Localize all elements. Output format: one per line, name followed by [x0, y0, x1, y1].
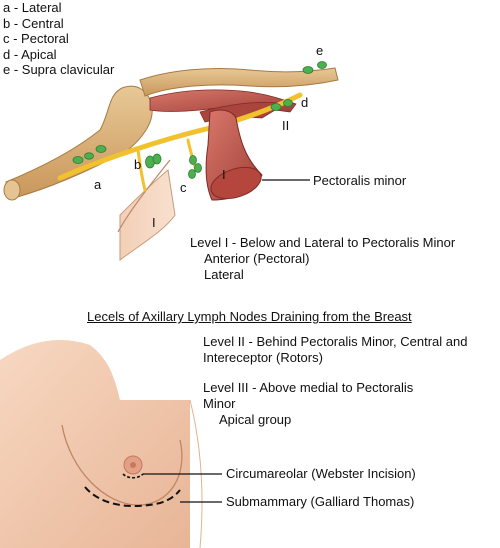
level-iii-line3: Apical group — [219, 412, 292, 427]
chest-wall-outline — [117, 159, 171, 233]
axilla-skin — [119, 169, 176, 261]
legend-item-apical: d - Apical — [3, 46, 57, 62]
torso-right-edge — [189, 399, 203, 548]
legend-item-pectoral: c - Pectoral — [3, 31, 69, 46]
level-mark-ii: II — [282, 118, 290, 133]
lymph-nodes-lateral — [72, 145, 107, 164]
submammary-incision — [84, 486, 181, 508]
label-b: b — [134, 157, 142, 172]
legend-item-supra-clavicular: e - Supra clavicular — [3, 62, 115, 77]
lymph-nodes-pectoral — [188, 155, 202, 179]
figure-caption: Lecels of Axillary Lymph Nodes Draining … — [87, 309, 412, 324]
legend-item-central: b - Central — [3, 15, 64, 31]
lymph-nodes-supraclavicular — [302, 61, 327, 74]
nerve-branch-1 — [136, 148, 147, 192]
level-mark-i-muscle: I — [222, 167, 226, 182]
level-mark-i-left: I — [152, 215, 156, 230]
legend: a - Lateral b - Central c - Pectoral d -… — [3, 0, 114, 78]
pectoralis-minor-label: Pectoralis minor — [313, 173, 407, 188]
level-ii-line1: Level II - Behind Pectoralis Minor, Cent… — [203, 334, 468, 349]
level-iii-line2: Minor — [203, 396, 236, 411]
torso-skin — [0, 340, 190, 548]
clavicle-bone — [139, 67, 339, 97]
label-c: c — [180, 180, 187, 195]
submammary-label: Submammary (Galliard Thomas) — [226, 494, 415, 509]
circumareolar-label: Circumareolar (Webster Incision) — [226, 466, 416, 481]
legend-item-lateral: a - Lateral — [3, 0, 62, 15]
nipple — [130, 462, 136, 468]
level-i-title: Level I - Below and Lateral to Pectorali… — [190, 235, 456, 250]
lymph-nodes-central — [145, 153, 162, 169]
axillary-nerve — [57, 92, 303, 181]
label-d: d — [301, 95, 309, 110]
level-i-anterior: Anterior (Pectoral) — [204, 251, 310, 266]
level-iii-line1: Level III - Above medial to Pectoralis — [203, 380, 414, 395]
circumareolar-incision — [122, 473, 144, 479]
label-a: a — [94, 177, 102, 192]
level-ii-line2: Intereceptor (Rotors) — [203, 350, 323, 365]
pectoralis-insertion — [210, 166, 262, 200]
humerus-bone — [5, 85, 153, 199]
label-e: e — [316, 43, 324, 58]
lymph-nodes-apical — [270, 99, 293, 111]
level-i-lateral: Lateral — [204, 267, 244, 282]
humerus-end — [3, 179, 21, 201]
